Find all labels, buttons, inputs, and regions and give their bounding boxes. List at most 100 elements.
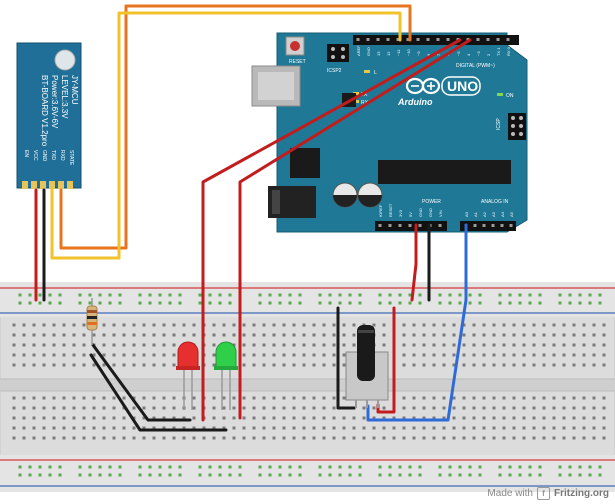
bb-hole [322,426,326,430]
bb-hole [602,353,606,357]
rail-hole [158,293,162,297]
bb-hole [112,406,116,410]
bb-hole [272,353,276,357]
bb-hole [582,406,586,410]
bb-hole [222,416,226,420]
power-pin [388,224,392,227]
potentiometer[interactable] [345,325,389,408]
bb-hole [172,406,176,410]
bb-hole [172,396,176,400]
bb-hole [42,416,46,420]
bb-hole [292,416,296,420]
bb-hole [502,436,506,440]
bb-hole [22,353,26,357]
rail-hole [498,465,502,469]
bb-hole [322,436,326,440]
power-pin-label: GND [418,208,423,217]
bb-hole [132,353,136,357]
digital-pin [496,38,500,41]
bb-hole [82,426,86,430]
bb-hole [532,426,536,430]
analog-pin [491,224,495,227]
bb-hole [522,333,526,337]
fritzing-credit: Made with f Fritzing.org [487,487,609,500]
bb-hole [582,416,586,420]
bb-hole [602,343,606,347]
digital-label: DIGITAL (PWM~) [456,63,495,69]
bb-hole [542,353,546,357]
bb-hole [412,426,416,430]
bb-hole [102,353,106,357]
rail-hole [498,473,502,477]
bb-hole [542,436,546,440]
bb-hole [112,343,116,347]
bb-hole [482,333,486,337]
rail-hole [108,473,112,477]
bb-hole [332,396,336,400]
rail-hole [418,473,422,477]
bb-hole [212,436,216,440]
bb-hole [22,426,26,430]
rail-hole [528,293,532,297]
bb-hole [442,353,446,357]
bb-hole [572,343,576,347]
bb-hole [282,436,286,440]
bb-hole [432,436,436,440]
bb-hole [142,436,146,440]
bb-hole [92,436,96,440]
bb-hole [572,333,576,337]
wire-orange [59,4,412,250]
rail-hole [468,473,472,477]
bb-hole [212,363,216,367]
bb-hole [182,323,186,327]
digital-pin-label: 7 [436,53,441,56]
bb-hole [502,396,506,400]
bb-hole [342,416,346,420]
digital-pin-label: GND [366,47,371,56]
bb-hole [182,416,186,420]
bb-hole [32,436,36,440]
bb-hole [22,323,26,327]
rail-hole [418,293,422,297]
bb-hole [142,353,146,357]
power-pin-label: 3V3 [398,209,403,217]
bb-hole [412,333,416,337]
bb-hole [522,363,526,367]
bb-hole [282,353,286,357]
bb-hole [32,353,36,357]
digital-header [353,35,519,45]
rail-hole [518,465,522,469]
digital-pin-label: TX 1 [496,47,501,56]
digital-pin [396,38,400,41]
power-pin-label: RESET [388,203,393,217]
bb-hole [272,396,276,400]
bb-hole [442,333,446,337]
rail-hole [258,473,262,477]
rail-hole [468,465,472,469]
bb-hole [42,406,46,410]
bb-hole [162,363,166,367]
bb-hole [302,406,306,410]
rail-hole [98,301,102,305]
bb-hole [232,406,236,410]
bb-hole [22,343,26,347]
bb-hole [512,343,516,347]
bb-hole [312,333,316,337]
bb-hole [552,353,556,357]
digital-pin-label: ~3 [476,51,481,56]
bb-hole [102,323,106,327]
bb-hole [292,406,296,410]
bb-hole [312,426,316,430]
bb-hole [112,363,116,367]
rail-hole [458,293,462,297]
rail-hole [318,293,322,297]
rail-hole [418,465,422,469]
bb-hole [382,323,386,327]
bb-hole [292,353,296,357]
on-label: ON [506,93,514,99]
bb-hole [342,353,346,357]
rail-hole [28,473,32,477]
led-green [214,341,238,410]
bb-hole [152,426,156,430]
